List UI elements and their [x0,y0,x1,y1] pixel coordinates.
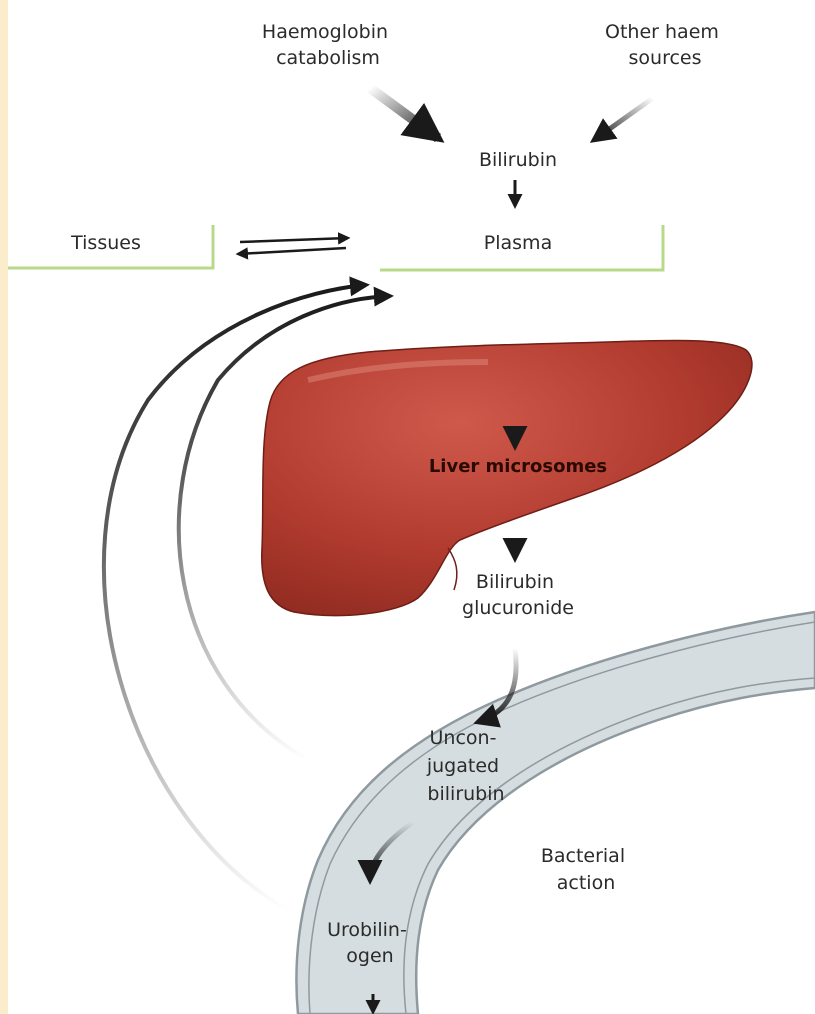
plasma-to-tissues-arrow [238,248,346,254]
plasma-label: Plasma [484,232,552,254]
diagram-panel: Haemoglobin catabolism Other haem source… [8,0,815,1014]
bilirubin-label: Bilirubin [479,149,557,171]
haemoglobin-catabolism-label: Haemoglobin catabolism [262,21,394,69]
bacterial-action-label: Bacterial action [541,845,631,894]
other-haem-to-bilirubin-arrow [594,98,653,140]
wall-break-1 [368,737,387,749]
liver-microsomes-label: Liver microsomes [429,456,607,477]
haemoglobin-to-bilirubin-arrow [370,88,438,138]
bilirubin-glucuronide-label: Bilirubin glucuronide [462,571,574,619]
tissues-label: Tissues [70,232,141,254]
tissues-to-plasma-arrow [240,238,348,242]
other-haem-sources-label: Other haem sources [605,21,725,69]
bilirubin-metabolism-diagram: Haemoglobin catabolism Other haem source… [8,0,815,1014]
unconjugated-bilirubin-label: Uncon- jugated bilirubin [426,727,505,805]
